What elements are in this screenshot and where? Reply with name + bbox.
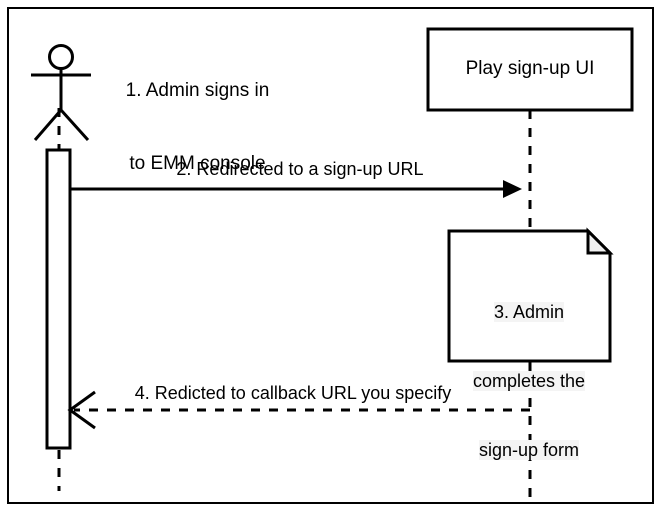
diagram-outer-border bbox=[7, 7, 654, 504]
step-2-arrowhead bbox=[503, 180, 522, 198]
step-4-message-label: 4. Redicted to callback URL you specify bbox=[134, 383, 452, 403]
step-3-line-2: completes the bbox=[450, 370, 608, 393]
step-3-line-3-text: sign-up form bbox=[478, 440, 580, 461]
step-3-line-1: 3. Admin bbox=[450, 301, 608, 324]
step-3-line-3: sign-up form bbox=[450, 439, 608, 462]
actor-leg-left bbox=[33, 109, 63, 141]
step-2-message-arrow bbox=[70, 180, 522, 198]
step-1-line-1: 1. Admin signs in bbox=[125, 79, 270, 101]
step-3-note-shape bbox=[447, 227, 614, 363]
step-1-annotation-label: 1. Admin signs in to EMM console bbox=[90, 30, 305, 225]
step-3-line-1-text: 3. Admin bbox=[493, 302, 565, 323]
step-4-arrowhead bbox=[67, 390, 96, 430]
actor-head-icon bbox=[48, 44, 74, 70]
step-3-note-body bbox=[447, 229, 612, 363]
play-signup-ui-label: Play sign-up UI bbox=[465, 58, 595, 79]
step-3-note-label: 3. Admin completes the sign-up form bbox=[450, 255, 608, 508]
step-3-line-2-text: completes the bbox=[472, 371, 586, 392]
step-2-message-label: 2. Redirected to a sign-up URL bbox=[176, 159, 424, 179]
step-1-line-2: to EMM console bbox=[129, 152, 266, 174]
admin-actor bbox=[31, 44, 91, 142]
step-4-return-arrow bbox=[67, 390, 530, 430]
actor-leg-right bbox=[59, 108, 90, 142]
actor-activation-bar bbox=[45, 148, 72, 450]
step-3-note-fold bbox=[586, 227, 614, 255]
play-signup-ui-box bbox=[426, 27, 634, 112]
